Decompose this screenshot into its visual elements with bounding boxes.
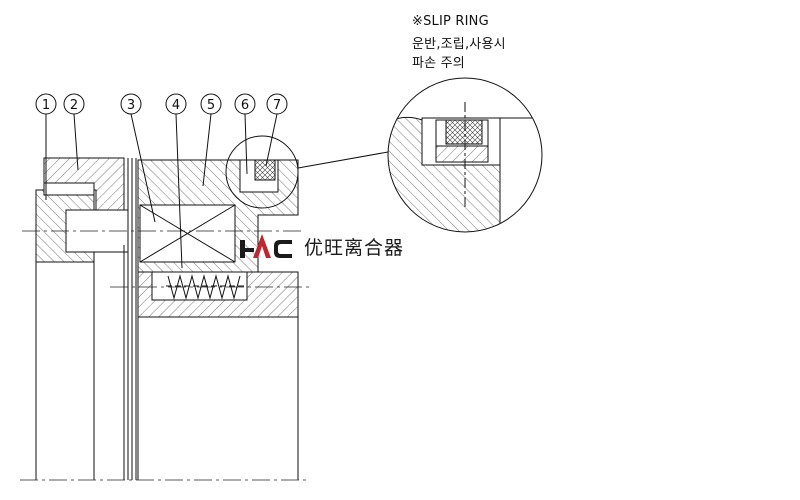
balloon-3: 3: [127, 98, 135, 113]
center-lines: [20, 230, 310, 481]
part-3-coil: [139, 204, 236, 263]
watermark: 优旺离合器: [238, 230, 423, 270]
note-line-1: ※SLIP RING: [412, 14, 489, 29]
balloon-7: 7: [273, 98, 281, 113]
balloon-5: 5: [207, 98, 215, 113]
watermark-text: 优旺离合器: [304, 237, 405, 259]
spring: [151, 271, 248, 301]
detail-indicator: [225, 135, 389, 209]
balloon-6: 6: [241, 98, 249, 113]
balloon-group: [35, 93, 288, 269]
balloon-labels: 1 2 3 4 5 6 7: [42, 98, 281, 113]
balloon-2: 2: [70, 98, 78, 113]
part-6-slip-ring-housing: [239, 159, 279, 193]
note-line-2: 운반,조립,사용시: [412, 37, 506, 52]
balloon-1: 1: [42, 98, 50, 113]
hac-logo: [240, 234, 292, 258]
note-line-3: 파손 주의: [412, 56, 465, 71]
balloon-4: 4: [172, 98, 180, 113]
armature-plate: [131, 158, 137, 480]
